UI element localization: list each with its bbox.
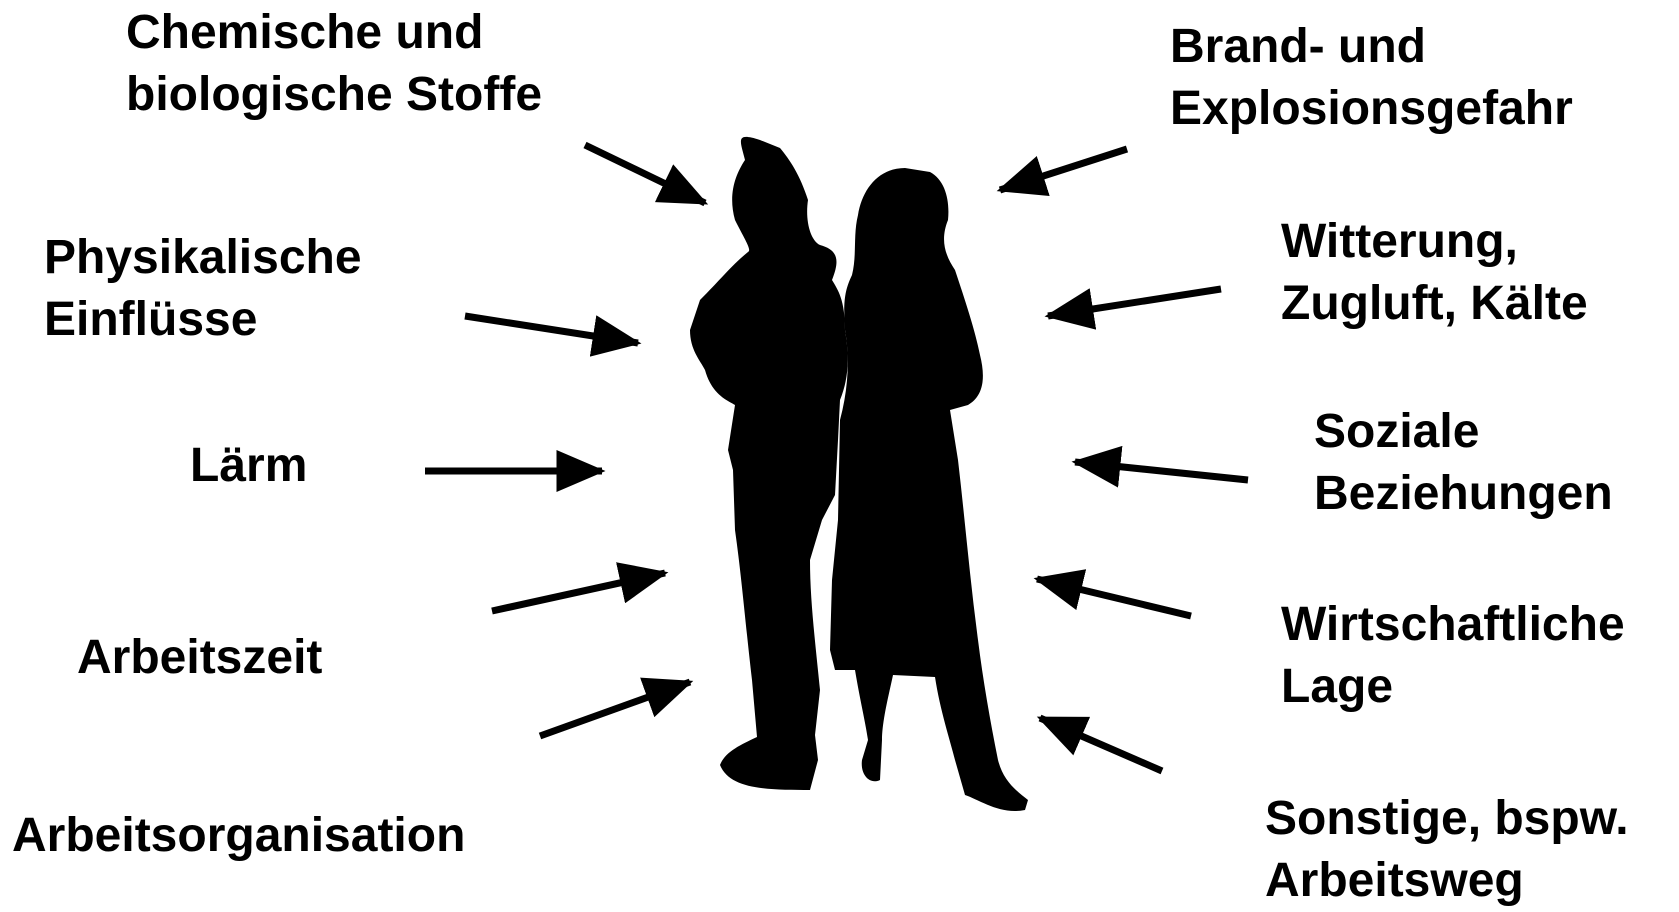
label-line: biologische Stoffe bbox=[126, 68, 543, 121]
arrow-arbeitszeit bbox=[491, 562, 669, 615]
arrow-brand bbox=[996, 145, 1129, 197]
label-line: Einflüsse bbox=[44, 293, 258, 346]
label-sonstige: Sonstige, bspw. Arbeitsweg bbox=[1265, 788, 1629, 912]
label-arbeitsorganisation: Arbeitsorganisation bbox=[12, 805, 465, 867]
label-line: Arbeitsweg bbox=[1265, 854, 1524, 907]
arrow-witterung bbox=[1044, 285, 1222, 330]
label-laerm: Lärm bbox=[190, 435, 307, 497]
arrow-arbeitsorganisation bbox=[538, 677, 694, 740]
label-soziale: Soziale Beziehungen bbox=[1314, 401, 1613, 525]
arrow-soziale bbox=[1071, 445, 1249, 488]
label-witterung: Witterung, Zugluft, Kälte bbox=[1281, 211, 1588, 335]
label-line: Arbeitszeit bbox=[77, 631, 323, 684]
label-line: Arbeitsorganisation bbox=[12, 809, 466, 862]
label-wirtschaftliche: Wirtschaftliche Lage bbox=[1281, 594, 1625, 718]
arrow-chemische bbox=[583, 141, 709, 207]
label-line: Wirtschaftliche bbox=[1281, 598, 1625, 651]
silhouette-woman-icon bbox=[830, 168, 1028, 812]
label-arbeitszeit: Arbeitszeit bbox=[77, 627, 322, 689]
arrow-wirtschaftliche bbox=[1033, 569, 1192, 620]
label-line: Lärm bbox=[190, 439, 308, 492]
arrow-physikalische bbox=[464, 312, 642, 357]
label-line: Zugluft, Kälte bbox=[1281, 277, 1588, 330]
arrow-sonstige bbox=[1036, 714, 1164, 775]
label-line: Beziehungen bbox=[1314, 467, 1613, 520]
label-line: Soziale bbox=[1314, 405, 1480, 458]
label-line: Lage bbox=[1281, 660, 1394, 713]
label-brand: Brand- und Explosionsgefahr bbox=[1170, 16, 1573, 140]
label-line: Sonstige, bspw. bbox=[1265, 792, 1629, 845]
label-line: Physikalische bbox=[44, 231, 362, 284]
label-line: Brand- und bbox=[1170, 20, 1426, 73]
label-line: Chemische und bbox=[126, 6, 484, 59]
silhouette-man-icon bbox=[690, 136, 848, 790]
label-physikalische: Physikalische Einflüsse bbox=[44, 227, 362, 351]
label-chemische: Chemische und biologische Stoffe bbox=[126, 2, 542, 126]
label-line: Witterung, bbox=[1281, 215, 1518, 268]
label-line: Explosionsgefahr bbox=[1170, 82, 1573, 135]
